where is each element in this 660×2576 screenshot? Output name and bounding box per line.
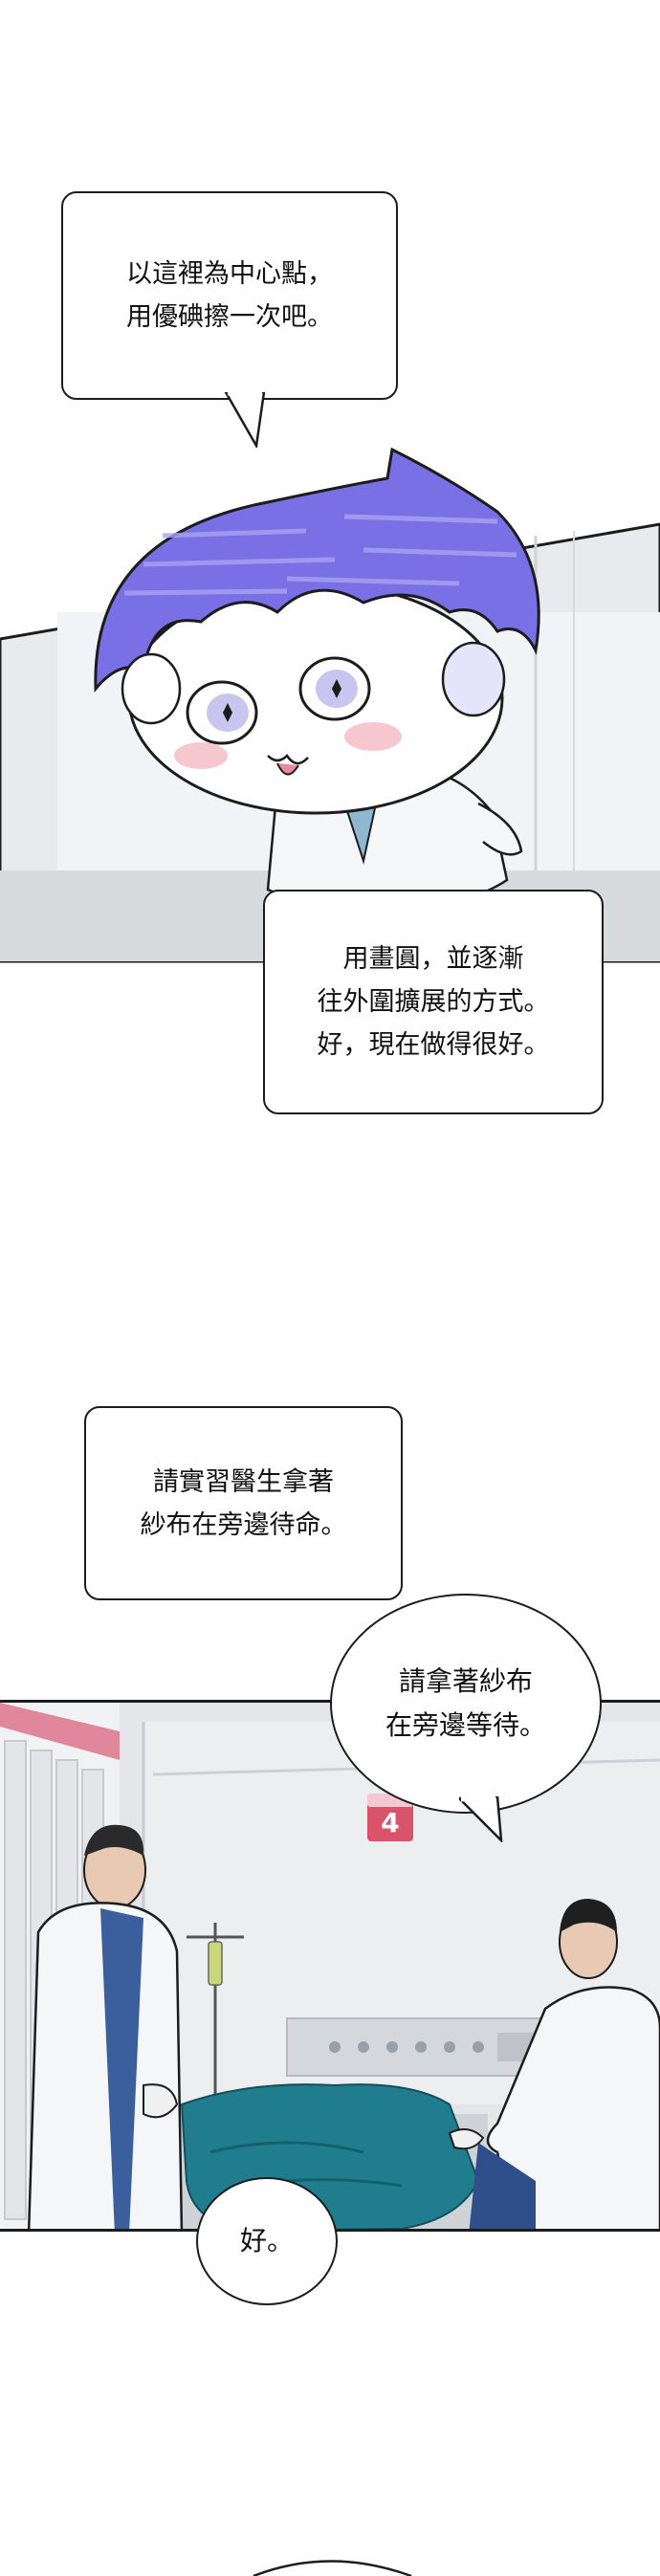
speech-bubble-3-text: 請實習醫生拿著 紗布在旁邊待命。 bbox=[140, 1466, 347, 1540]
speech-bubble-1-text: 以這裡為中心點， 用優碘擦一次吧。 bbox=[126, 259, 333, 332]
right-doctor-coat bbox=[486, 1986, 660, 2229]
speech-bubble-4: 請拿著紗布 在旁邊等待。 bbox=[330, 1594, 602, 1814]
panel-chibi-art bbox=[0, 447, 660, 963]
chibi-hair bbox=[94, 447, 540, 693]
room-sign-number: 4 bbox=[381, 1807, 400, 1838]
speech-bubble-1-tail bbox=[224, 392, 266, 448]
speech-bubble-1: 以這裡為中心點， 用優碘擦一次吧。 bbox=[61, 191, 398, 400]
speech-bubble-2: 用畫圓，並逐漸 往外圍擴展的方式。 好，現在做得很好。 bbox=[263, 890, 604, 1114]
speech-bubble-4-text: 請拿著紗布 在旁邊等待。 bbox=[385, 1665, 546, 1741]
operating-room-art bbox=[0, 1703, 660, 2229]
left-doctor-coat bbox=[27, 1902, 184, 2229]
speech-bubble-2-text: 用畫圓，並逐漸 往外圍擴展的方式。 好，現在做得很好。 bbox=[317, 944, 550, 1060]
speech-bubble-3: 請實習醫生拿著 紗布在旁邊待命。 bbox=[84, 1406, 403, 1600]
speech-bubble-4-tail bbox=[459, 1796, 503, 1842]
speech-bubble-5-text: 好。 bbox=[239, 2225, 294, 2257]
speech-bubble-5: 好。 bbox=[196, 2177, 338, 2305]
partial-bubble-edge bbox=[253, 2560, 412, 2576]
